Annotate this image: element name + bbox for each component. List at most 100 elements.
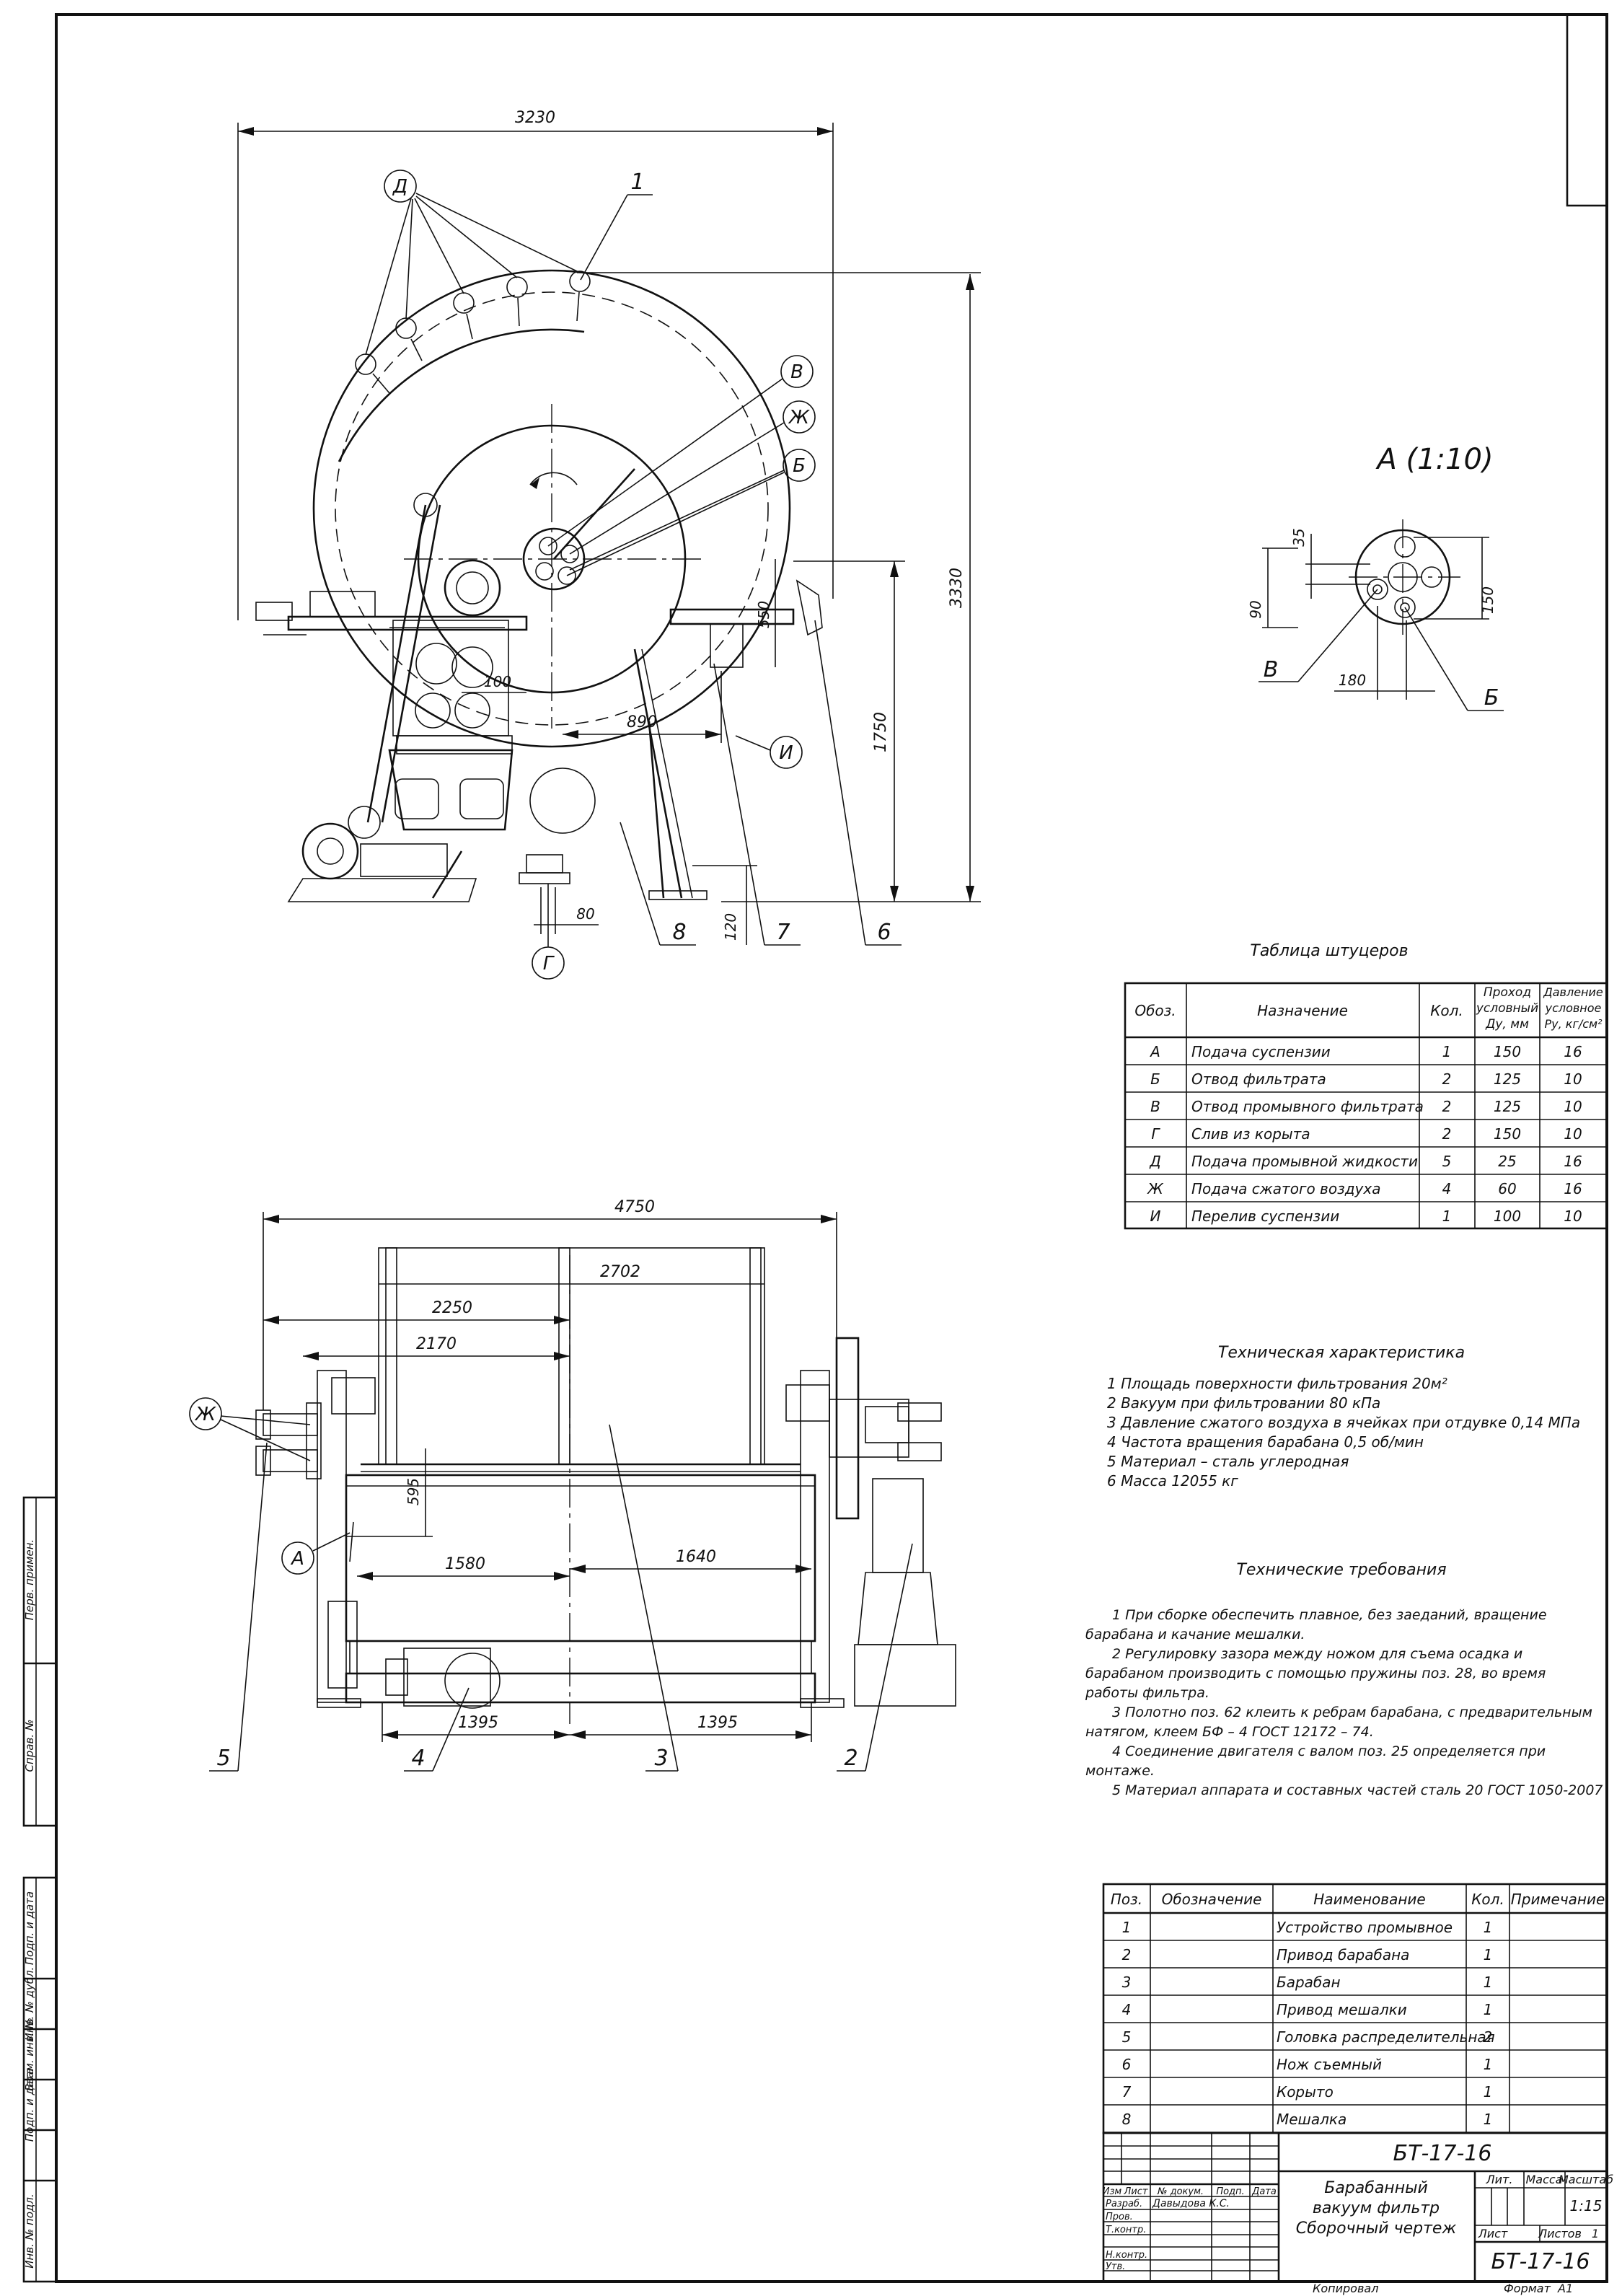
tech-char-line: 5 Материал – сталь углеродная xyxy=(1107,1453,1349,1470)
callout-label: В xyxy=(790,361,803,383)
table-cell: Ж xyxy=(1146,1180,1164,1197)
table-cell: Нож съемный xyxy=(1277,2056,1382,2073)
table-cell: 4 xyxy=(1442,1180,1452,1197)
format-value: A1 xyxy=(1557,2282,1573,2295)
side-stamp: Перв. примен. Справ. № Подп. и дата Инв.… xyxy=(22,1496,58,2283)
developer-name: Давыдова К.С. xyxy=(1152,2198,1230,2209)
tech-req-line: 1 При сборке обеспечить плавное, без зае… xyxy=(1112,1607,1547,1623)
drawing-code: БТ-17-16 xyxy=(1393,2141,1492,2166)
tech-char-line: 1 Площадь поверхности фильтрования 20м² xyxy=(1107,1375,1447,1392)
table-cell: Б xyxy=(1150,1070,1160,1088)
table-cell: 1 xyxy=(1484,2001,1493,2018)
callout-label: 4 xyxy=(411,1746,425,1771)
table-cell: И xyxy=(1150,1208,1161,1225)
dimension-label: 3330 xyxy=(948,568,966,608)
table-cell: 16 xyxy=(1564,1043,1582,1060)
tech-req-line: монтаже. xyxy=(1085,1763,1155,1779)
nozzle-table: Таблица штуцеров Обоз. Назначение Кол. П… xyxy=(1124,942,1608,1230)
table-header: Назначение xyxy=(1257,1002,1348,1019)
callout-label: Б xyxy=(1484,685,1499,711)
title-block-label: Разраб. xyxy=(1106,2199,1142,2209)
title-block-label: № докум. xyxy=(1157,2186,1204,2197)
stamp-label: Перв. примен. xyxy=(23,1539,36,1621)
table-cell: 2 xyxy=(1122,1946,1132,1963)
table-cell: 6 xyxy=(1122,2056,1132,2073)
callout-label: 8 xyxy=(672,920,686,945)
table-cell: 1 xyxy=(1122,1919,1132,1936)
tech-char-line: 2 Вакуум при фильтровании 80 кПа xyxy=(1107,1394,1380,1412)
title-block-label: Лист xyxy=(1478,2227,1508,2240)
table-cell: 10 xyxy=(1564,1098,1582,1115)
tech-req-line: 3 Полотно поз. 62 клеить к ребрам бараба… xyxy=(1112,1705,1592,1720)
stamp-label: Справ. № xyxy=(23,1720,36,1772)
table-cell: 7 xyxy=(1122,2083,1132,2101)
table-header: Проход условный Ду, мм xyxy=(1476,985,1539,1032)
title-block-label: Дата xyxy=(1251,2186,1277,2197)
stamp-label: Подп. и дата xyxy=(23,2068,36,2142)
dimension-label: 595 xyxy=(405,1478,422,1505)
stamp-label: Подп. и дата xyxy=(23,1891,36,1965)
title-block-label: Лит. xyxy=(1486,2173,1513,2186)
table-header: Поз. xyxy=(1111,1891,1142,1908)
table-header: Наименование xyxy=(1313,1891,1425,1908)
side-view: 4750 2702 2250 2170 595 1580 1640 1395 xyxy=(189,1198,956,1772)
table-cell: 1 xyxy=(1484,1946,1493,1963)
callout-label: 7 xyxy=(776,920,790,945)
dimension-label: 100 xyxy=(484,673,511,690)
title-block-label: Изм xyxy=(1103,2186,1122,2197)
copied-label: Копировал xyxy=(1313,2282,1378,2295)
table-cell: 100 xyxy=(1494,1208,1521,1225)
title-block-label: Т.контр. xyxy=(1106,2225,1146,2235)
title-block-label: Н.контр. xyxy=(1106,2250,1147,2261)
detail-title: А (1:10) xyxy=(1375,443,1493,476)
table-cell: 25 xyxy=(1498,1153,1516,1170)
table-cell: 1 xyxy=(1484,2111,1493,2128)
callout-label: 6 xyxy=(877,920,891,945)
table-cell: Головка распределительная xyxy=(1277,2028,1495,2046)
table-cell: 16 xyxy=(1564,1180,1582,1197)
callout-label: В xyxy=(1264,657,1279,682)
tech-char-title: Техническая характеристика xyxy=(1218,1344,1465,1362)
table-cell: 125 xyxy=(1494,1070,1521,1088)
table-header: Давление условное Ру, кг/см² xyxy=(1543,985,1603,1031)
table-header: Обоз. xyxy=(1134,1002,1176,1019)
tech-req-line: барабаном производить с помощью пружины … xyxy=(1085,1666,1546,1681)
table-cell: 3 xyxy=(1122,1974,1132,1991)
table-cell: Устройство промывное xyxy=(1277,1919,1453,1936)
table-cell: Подача промывной жидкости xyxy=(1191,1153,1418,1170)
tech-req-line: 4 Соединение двигателя с валом поз. 25 о… xyxy=(1112,1743,1546,1759)
stamp-label: Взам. инв. № xyxy=(23,2018,36,2091)
callout-label: 3 xyxy=(654,1746,668,1771)
table-cell: 1 xyxy=(1484,1974,1493,1991)
title-block-label: Масса xyxy=(1525,2173,1562,2186)
title-block-label: Лист xyxy=(1124,2186,1148,2197)
table-cell: Привод барабана xyxy=(1277,1946,1409,1963)
drawing-name: вакуум фильтр xyxy=(1313,2199,1440,2217)
table-header: Кол. xyxy=(1471,1891,1504,1908)
stamp-label: Инв. № дубл. xyxy=(23,1967,36,2041)
table-cell: Корыто xyxy=(1277,2083,1334,2101)
dimension-label: 1395 xyxy=(458,1714,498,1732)
tech-req-line: барабана и качание мешалки. xyxy=(1085,1627,1305,1642)
drawing-code: БТ-17-16 xyxy=(1491,2249,1590,2274)
tech-req-line: работы фильтра. xyxy=(1085,1685,1209,1701)
table-cell: 1 xyxy=(1484,2056,1493,2073)
callout-label: Ж xyxy=(194,1404,216,1425)
table-cell: 1 xyxy=(1484,1919,1493,1936)
sheets-value: 1 xyxy=(1592,2227,1599,2240)
table-cell: 1 xyxy=(1442,1043,1452,1060)
parts-list: Поз. Обозначение Наименование Кол. Приме… xyxy=(1102,1883,1608,2134)
tech-req-line: 5 Материал аппарата и составных частей с… xyxy=(1112,1782,1603,1798)
table-header-cell: Давление условное Ру, кг/см² xyxy=(1543,985,1603,1031)
table-cell: 16 xyxy=(1564,1153,1582,1170)
table-header: Кол. xyxy=(1430,1002,1463,1019)
table-cell: 4 xyxy=(1122,2001,1132,2018)
callout-label: 2 xyxy=(844,1746,858,1771)
table-cell: Отвод промывного фильтрата xyxy=(1191,1098,1424,1115)
callout-label: 1 xyxy=(630,170,644,195)
title-block-label: Утв. xyxy=(1106,2261,1125,2272)
table-cell: 60 xyxy=(1498,1180,1516,1197)
table-cell: В xyxy=(1150,1098,1160,1115)
callout-label: 5 xyxy=(216,1746,230,1771)
sheet-frame xyxy=(55,13,1608,2283)
